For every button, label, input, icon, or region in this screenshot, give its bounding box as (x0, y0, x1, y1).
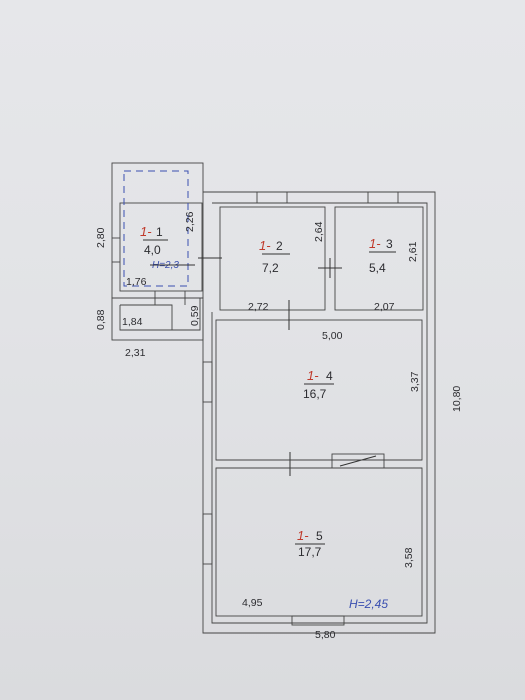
window-room5-left (202, 513, 213, 565)
plan-label: 1- (259, 238, 271, 253)
dim-2-31: 2,31 (125, 347, 146, 359)
dim-3-58: 3,58 (403, 547, 415, 568)
room-4-label: 1- 4 16,7 (303, 368, 334, 401)
inner-wall-main (211, 202, 428, 624)
plan-label: 1- (297, 528, 309, 543)
dim-2-72: 2,72 (248, 301, 269, 313)
annex-inner (119, 202, 203, 292)
stair-door-diag (339, 455, 377, 467)
room-1-area: 4,0 (144, 243, 161, 257)
room-3-label: 1- 3 5,4 (369, 236, 396, 275)
room-2-label: 1- 2 7,2 (259, 238, 290, 275)
dim-2-07: 2,07 (374, 301, 395, 313)
dim-2-64: 2,64 (313, 221, 325, 242)
plan-label: 1- (140, 224, 152, 239)
room-1-label: 1- 1 4,0 (140, 224, 168, 257)
dim-1-76: 1,76 (126, 276, 147, 288)
dim-2-80: 2,80 (95, 227, 107, 248)
room-5-label: 1- 5 17,7 (295, 528, 325, 559)
room-3-id: 3 (386, 237, 393, 251)
room-1-id: 1 (156, 225, 163, 239)
room-3-area: 5,4 (369, 261, 386, 275)
room-4-id: 4 (326, 369, 333, 383)
room-3-walls (334, 206, 424, 311)
dim-2-26: 2,26 (184, 211, 196, 232)
room-5-id: 5 (316, 529, 323, 543)
dim-3-37: 3,37 (409, 371, 421, 392)
window-room5-bottom (291, 615, 345, 626)
window-room4-left (202, 361, 213, 403)
room-2-area: 7,2 (262, 261, 279, 275)
lower-annex-step (172, 298, 201, 331)
plan-label: 1- (307, 368, 319, 383)
annex-dashed-canopy (123, 170, 189, 287)
room-5-area: 17,7 (298, 545, 322, 559)
room-2-id: 2 (276, 239, 283, 253)
plan-label: 1- (369, 236, 381, 251)
dim-1-84: 1,84 (122, 316, 143, 328)
outer-wall-main (202, 191, 436, 634)
dim-5-80: 5,80 (315, 629, 336, 641)
height-note-main: Н=2,45 (349, 597, 388, 611)
dim-5-00: 5,00 (322, 330, 343, 342)
dim-4-95: 4,95 (242, 597, 263, 609)
window-room2-top (256, 191, 288, 204)
dim-10-80: 10,80 (451, 386, 463, 412)
window-room3-top (367, 191, 399, 204)
room-2-walls (219, 206, 326, 311)
dim-0-88: 0,88 (95, 309, 107, 330)
dim-2-61: 2,61 (407, 241, 419, 262)
lower-annex-outer (111, 297, 204, 341)
dim-0-59: 0,59 (189, 305, 201, 326)
room-4-area: 16,7 (303, 387, 327, 401)
